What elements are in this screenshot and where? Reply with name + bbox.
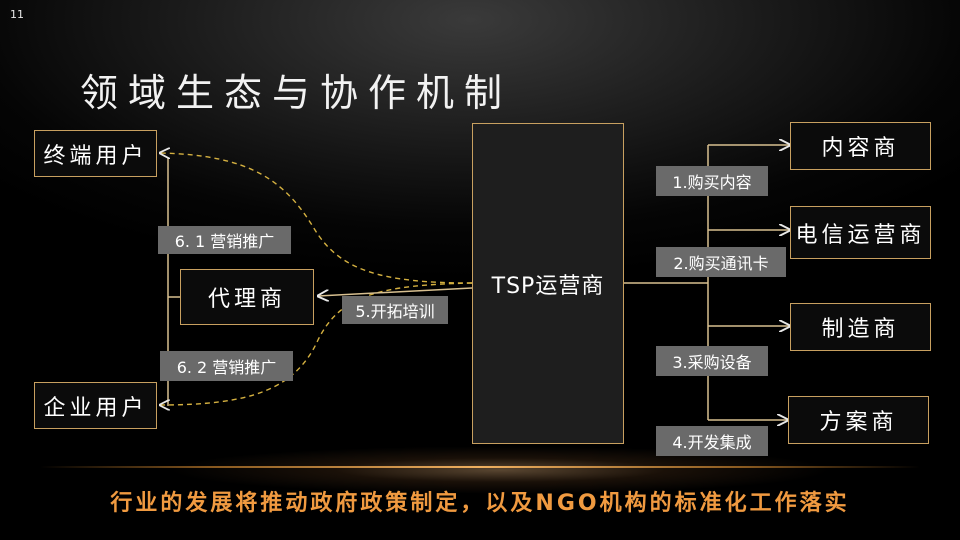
slide-number: 11 <box>10 8 24 21</box>
label-buy-content: 1.购买内容 <box>656 166 768 196</box>
node-tsp-operator: TSP运营商 <box>472 123 624 444</box>
training-arrow <box>318 287 473 296</box>
divider-line <box>40 466 920 468</box>
node-end-user: 终端用户 <box>34 130 157 177</box>
node-telecom-operator: 电信运营商 <box>790 206 931 259</box>
label-development: 4.开发集成 <box>656 426 768 456</box>
page-title: 领域生态与协作机制 <box>80 71 513 115</box>
marketing-curve-2 <box>160 282 473 405</box>
label-marketing-2: 6. 2 营销推广 <box>160 351 293 381</box>
node-manufacturer: 制造商 <box>790 303 931 351</box>
footer-note: 行业的发展将推动政府政策制定，以及NGO机构的标准化工作落实 <box>110 491 850 516</box>
node-content-provider: 内容商 <box>790 122 931 170</box>
label-training: 5.开拓培训 <box>342 296 448 324</box>
node-solution-provider: 方案商 <box>788 396 929 444</box>
label-marketing-1: 6. 1 营销推广 <box>158 226 291 254</box>
label-purchase-equipment: 3.采购设备 <box>656 346 768 376</box>
node-enterprise-user: 企业用户 <box>34 382 157 429</box>
marketing-curve-1 <box>160 153 473 284</box>
node-agent: 代理商 <box>180 269 314 325</box>
label-buy-card: 2.购买通讯卡 <box>656 247 786 277</box>
